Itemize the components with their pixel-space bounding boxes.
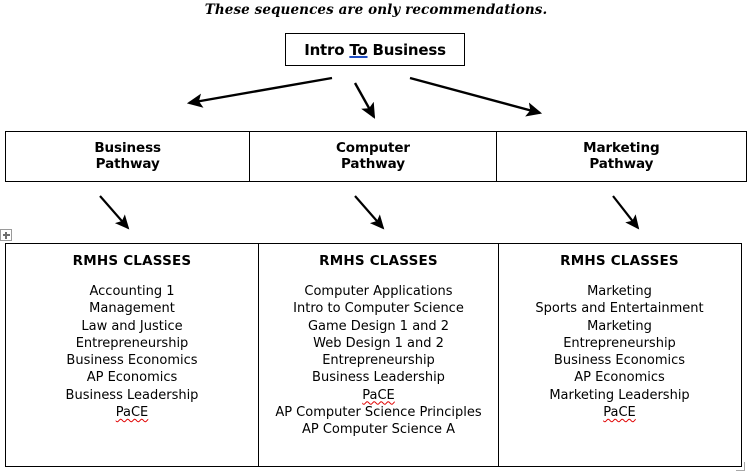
pathway-row: Business Pathway Computer Pathway Market… [5,131,747,182]
class-item: Web Design 1 and 2 [313,335,444,351]
root-label-grammar-flagged: To [349,40,368,59]
arrow-business-to-classes [99,195,130,230]
pathway-business-label: Business Pathway [94,139,161,173]
arrow-marketing-to-classes [612,195,640,230]
arrow-to-marketing-pathway [409,76,543,117]
class-item: Business Economics [553,353,686,369]
class-item-misspelled: PaCE [362,387,395,403]
pathway-marketing-line2: Pathway [589,155,654,172]
root-label-part-1: Intro [304,40,350,59]
pathway-cell-business[interactable]: Business Pathway [6,132,251,181]
class-item: Game Design 1 and 2 [307,318,450,334]
arrow-to-business-pathway [186,76,333,108]
table-resize-handle-icon[interactable] [736,462,745,471]
class-item: Intro to Computer Science [293,301,464,317]
pathway-business-line2: Pathway [95,155,160,172]
class-item: Management [89,301,175,317]
class-item: Marketing [587,318,652,334]
class-item: Entrepreneurship [75,335,189,351]
class-item: AP Computer Science Principles [275,404,482,420]
class-item: Marketing Leadership [549,387,690,403]
class-item: Business Economics [66,353,198,369]
pathway-marketing-label: Marketing Pathway [583,139,660,173]
pathway-computer-line2: Pathway [341,155,405,172]
arrow-computer-to-classes [354,195,385,230]
pathway-computer-line1: Computer [336,139,410,156]
class-item: Sports and Entertainment [535,301,704,317]
class-item: Law and Justice [81,318,183,334]
class-item-misspelled: PaCE [115,404,149,420]
pathway-cell-marketing[interactable]: Marketing Pathway [497,132,746,181]
pathway-marketing-line1: Marketing [583,139,660,156]
class-item: Computer Applications [304,284,453,299]
class-item: AP Computer Science A [301,422,456,438]
pathway-cell-computer[interactable]: Computer Pathway [250,132,497,181]
arrow-to-computer-pathway [353,82,376,119]
diagram-caption: These sequences are only recommendations… [204,2,548,18]
class-item: AP Economics [86,370,178,386]
classes-title-marketing: RMHS CLASSES [560,253,679,269]
class-item: Accounting 1 [89,284,175,299]
pathway-computer-label: Computer Pathway [336,139,410,173]
classes-title-computer: RMHS CLASSES [319,253,438,269]
node-intro-to-business[interactable]: Intro To Business [285,33,465,66]
pathway-business-line1: Business [94,139,161,156]
class-item: Business Leadership [65,387,199,403]
class-item: Entrepreneurship [322,353,435,369]
class-item: Marketing [587,284,652,299]
class-item: AP Economics [574,370,665,386]
class-item: Business Leadership [312,370,445,386]
class-item: Entrepreneurship [563,335,676,351]
classes-title-business: RMHS CLASSES [72,253,192,269]
node-intro-to-business-label: Intro To Business [304,41,446,59]
table-move-handle-icon[interactable] [0,229,12,241]
class-item-misspelled: PaCE [603,404,636,420]
root-label-part-2: Business [367,40,446,59]
